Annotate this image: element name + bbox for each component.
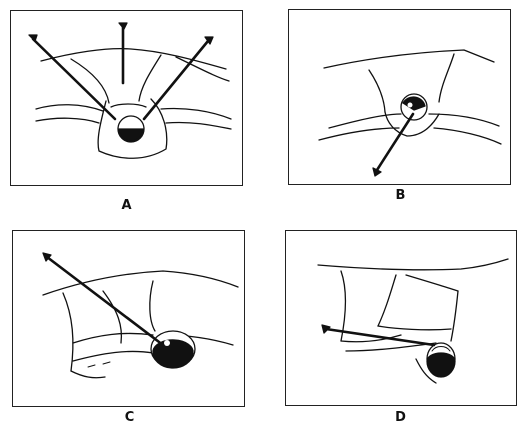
panel-b [288,9,511,185]
panel-a-label: A [112,198,142,213]
panel-d-drawing [286,231,518,407]
panel-a [10,10,243,186]
panel-c-label: C [115,410,145,425]
panel-a-drawing [11,11,244,187]
panel-c [12,230,245,407]
panel-b-label: B [386,188,416,203]
panel-d-label: D [386,410,416,425]
panel-d [285,230,517,406]
panel-c-drawing [13,231,246,408]
panel-b-drawing [289,10,512,186]
